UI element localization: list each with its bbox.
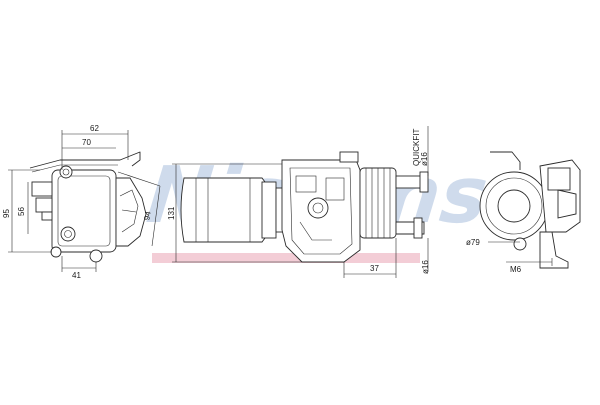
dim-diagonal: 94 xyxy=(142,210,153,221)
dim-diameter: ø79 xyxy=(466,238,480,247)
filter-canister xyxy=(180,177,269,243)
outlet-size: ø16 xyxy=(421,260,430,274)
dim-height-total: 95 xyxy=(2,209,11,218)
cooler-port-top xyxy=(59,165,73,179)
quickfit-size: ø16 xyxy=(420,152,429,166)
right-dimensions: ø79 M6 xyxy=(466,238,553,274)
dim-width-inner: 70 xyxy=(82,138,91,147)
filter-outlet xyxy=(307,197,329,219)
quickfit-label: QUICKFIT xyxy=(412,129,421,166)
right-view: ø79 M6 xyxy=(466,151,581,274)
watermark-underline xyxy=(152,253,420,263)
dim-bottom: 41 xyxy=(72,271,81,280)
dim-width-top: 62 xyxy=(90,124,99,133)
left-view: 62 70 95 56 94 41 xyxy=(2,124,161,280)
dim-height: 131 xyxy=(167,206,176,220)
dim-thread: M6 xyxy=(510,265,522,274)
cooler-plate xyxy=(51,169,117,253)
left-dimensions: 62 70 95 56 94 41 xyxy=(2,124,161,280)
dim-flange: 37 xyxy=(370,264,379,273)
center-view: 131 37 QUICKFIT ø16 ø16 xyxy=(167,126,430,278)
center-dimensions: 131 37 QUICKFIT ø16 ø16 xyxy=(167,126,430,278)
end-center-bore xyxy=(497,189,531,223)
cooler-port-bottom xyxy=(60,226,76,242)
dim-height-ports: 56 xyxy=(17,207,26,216)
